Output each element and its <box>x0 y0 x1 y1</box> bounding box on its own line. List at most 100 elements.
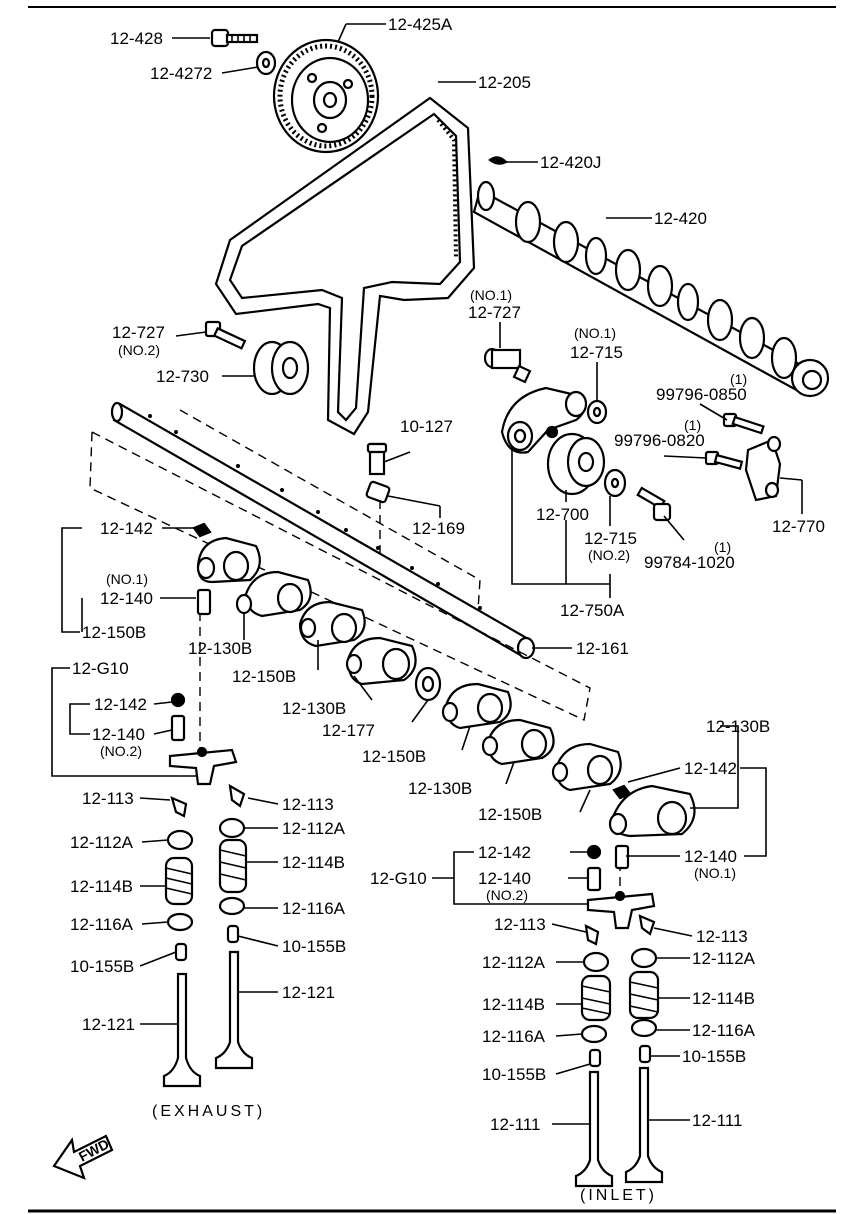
label-10-155B-b: 10-155B <box>282 937 346 956</box>
fwd-arrow-icon: FWD <box>52 1134 114 1180</box>
label-12-169: 12-169 <box>412 519 465 538</box>
label-12-130B-c: 12-130B <box>408 779 472 798</box>
label-12-112A-c: 12-112A <box>482 953 546 972</box>
caption-exhaust: (EXHAUST) <box>152 1103 265 1120</box>
label-12-111-a: 12-111 <box>490 1115 540 1134</box>
label-12-130B-a: 12-130B <box>188 639 252 658</box>
washer-hole <box>592 406 602 418</box>
label-99784-1020: 99784-1020 <box>644 553 735 572</box>
bolt-12-428 <box>210 28 259 48</box>
label-12-770: 12-770 <box>772 517 825 536</box>
spring-12-114B <box>580 974 612 1022</box>
label-12-715-no1-qualifier: (NO.1) <box>574 325 616 341</box>
rocker-arm-12-150B <box>298 600 366 648</box>
label-99796-0820-qty: (1) <box>684 417 701 433</box>
label-12-140-a-qualifier: (NO.1) <box>106 571 148 587</box>
washer-hole <box>610 477 620 489</box>
part-labels: 12-428 12-4272 12-425A 12-205 12-420J 12… <box>70 15 825 1204</box>
label-12-150B-b: 12-150B <box>232 667 296 686</box>
seat-12-116A <box>630 1018 658 1038</box>
washer-hole <box>421 675 435 693</box>
label-12-116A-b: 12-116A <box>282 899 346 918</box>
label-12-161: 12-161 <box>576 639 629 658</box>
label-10-155B-c: 10-155B <box>482 1065 546 1084</box>
label-12-177: 12-177 <box>322 721 375 740</box>
label-12-428: 12-428 <box>110 29 163 48</box>
seat-12-116A <box>580 1024 608 1044</box>
key-12-420J <box>488 156 508 165</box>
rocker-shaft-12-161 <box>110 401 536 660</box>
camshaft-12-420 <box>472 180 830 398</box>
label-12-727-no2-qualifier: (NO.2) <box>118 342 160 358</box>
label-12-114B-b: 12-114B <box>282 853 345 872</box>
label-12-727-no1: 12-727 <box>468 303 521 322</box>
label-12-G10-b: 12-G10 <box>370 869 427 888</box>
label-12-121-b: 12-121 <box>282 983 335 1002</box>
label-12-113-b: 12-113 <box>282 795 334 814</box>
label-99796-0850: 99796-0850 <box>656 385 747 404</box>
retainer-12-112A <box>218 817 246 839</box>
collet-12-113 <box>638 914 656 936</box>
rocker-arm-12-130B <box>345 636 417 686</box>
label-12-114B-a: 12-114B <box>70 877 133 896</box>
label-12-420J: 12-420J <box>540 153 601 172</box>
label-12-112A-a: 12-112A <box>70 833 134 852</box>
label-12-112A-b: 12-112A <box>282 819 346 838</box>
label-12-150B-c: 12-150B <box>362 747 426 766</box>
label-12-150B-a: 12-150B <box>82 623 146 642</box>
label-12-114B-c: 12-114B <box>482 995 545 1014</box>
caption-inlet: (INLET) <box>580 1187 657 1204</box>
label-99784-1020-qty: (1) <box>714 539 731 555</box>
bolt-99796-0850 <box>722 412 765 435</box>
label-12-140-c-qualifier: (NO.1) <box>694 865 736 881</box>
label-99796-0820: 99796-0820 <box>614 431 705 450</box>
collet-12-113 <box>228 783 246 808</box>
label-12-113-c: 12-113 <box>494 915 546 934</box>
label-12-420: 12-420 <box>654 209 707 228</box>
seat-12-116A <box>166 912 194 932</box>
seat-12-116A <box>218 896 246 916</box>
label-12-142-d: 12-142 <box>478 843 531 862</box>
label-12-140-d: 12-140 <box>478 869 531 888</box>
bridge-12-G10-inlet <box>586 844 656 930</box>
label-12-715-no2: 12-715 <box>584 529 637 548</box>
rocker-arm-12-130B <box>235 570 312 618</box>
label-12-130B-d: 12-130B <box>706 717 770 736</box>
label-12-140-d-qualifier: (NO.2) <box>486 887 528 903</box>
label-10-155B-d: 10-155B <box>682 1047 746 1066</box>
stud-10-127 <box>366 442 388 476</box>
label-12-140-c: 12-140 <box>684 847 737 866</box>
label-12-750A: 12-750A <box>560 601 625 620</box>
collet-12-113 <box>584 924 600 946</box>
rocker-arm-12-150B <box>551 742 622 792</box>
valve-12-121 <box>214 950 254 1070</box>
seal-10-155B <box>588 1048 602 1068</box>
label-12-140-b: 12-140 <box>92 725 145 744</box>
label-99796-0850-qty: (1) <box>730 371 747 387</box>
label-12-205: 12-205 <box>478 73 531 92</box>
label-10-127: 10-127 <box>400 417 453 436</box>
dashed-guide <box>89 430 591 722</box>
washer-hole <box>261 57 271 69</box>
label-12-111-b: 12-111 <box>692 1111 742 1130</box>
label-12-142-a: 12-142 <box>100 519 153 538</box>
idler-pulley-12-730 <box>252 340 310 396</box>
label-12-121-a: 12-121 <box>82 1015 135 1034</box>
valve-12-121 <box>162 972 202 1088</box>
seal-10-155B <box>226 924 240 944</box>
label-12-425A: 12-425A <box>388 15 453 34</box>
seal-10-155B <box>174 942 188 962</box>
timing-belt-12-205 <box>214 96 476 436</box>
label-12-727-no1-qualifier: (NO.1) <box>470 287 512 303</box>
bridge-12-G10-exhaust <box>168 692 238 786</box>
label-12-715-no2-qualifier: (NO.2) <box>588 547 630 563</box>
bracket-12-770 <box>744 435 782 502</box>
label-10-155B-a: 10-155B <box>70 957 134 976</box>
bolt-99784-1020 <box>636 486 672 522</box>
bolt-12-727-no1 <box>483 347 532 384</box>
label-12-130B-b: 12-130B <box>282 699 346 718</box>
dashed-guide <box>179 409 481 611</box>
label-12-730: 12-730 <box>156 367 209 386</box>
label-12-727-no2: 12-727 <box>112 323 165 342</box>
